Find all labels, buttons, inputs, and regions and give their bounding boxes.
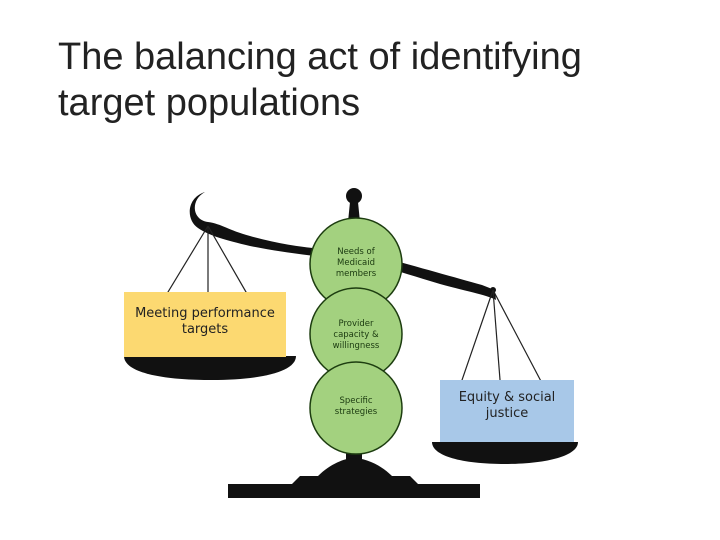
circle-provider-label: Provider capacity & willingness: [332, 319, 380, 351]
scale-beam: [189, 192, 496, 300]
scale-top-knob: [346, 188, 362, 204]
slide-title: The balancing act of identifying target …: [58, 36, 582, 124]
left-pan-label-box: Meeting performance targets: [124, 292, 286, 357]
circle-needs-label: Needs of Medicaid members: [335, 247, 377, 279]
scale-base: [228, 484, 480, 498]
scale-base-top: [318, 458, 392, 476]
scale-base-step: [290, 476, 420, 486]
scale-neck: [348, 202, 360, 222]
circle-strategies: [309, 361, 403, 455]
left-pan-label: Meeting performance targets: [135, 305, 275, 337]
circle-strategies-label: Specific strategies: [334, 396, 378, 417]
right-pan-label: Equity & social justice: [458, 390, 556, 421]
right-pan-label-box: Equity & social justice: [440, 380, 574, 442]
left-pan: [124, 356, 296, 380]
right-pan: [432, 442, 578, 464]
